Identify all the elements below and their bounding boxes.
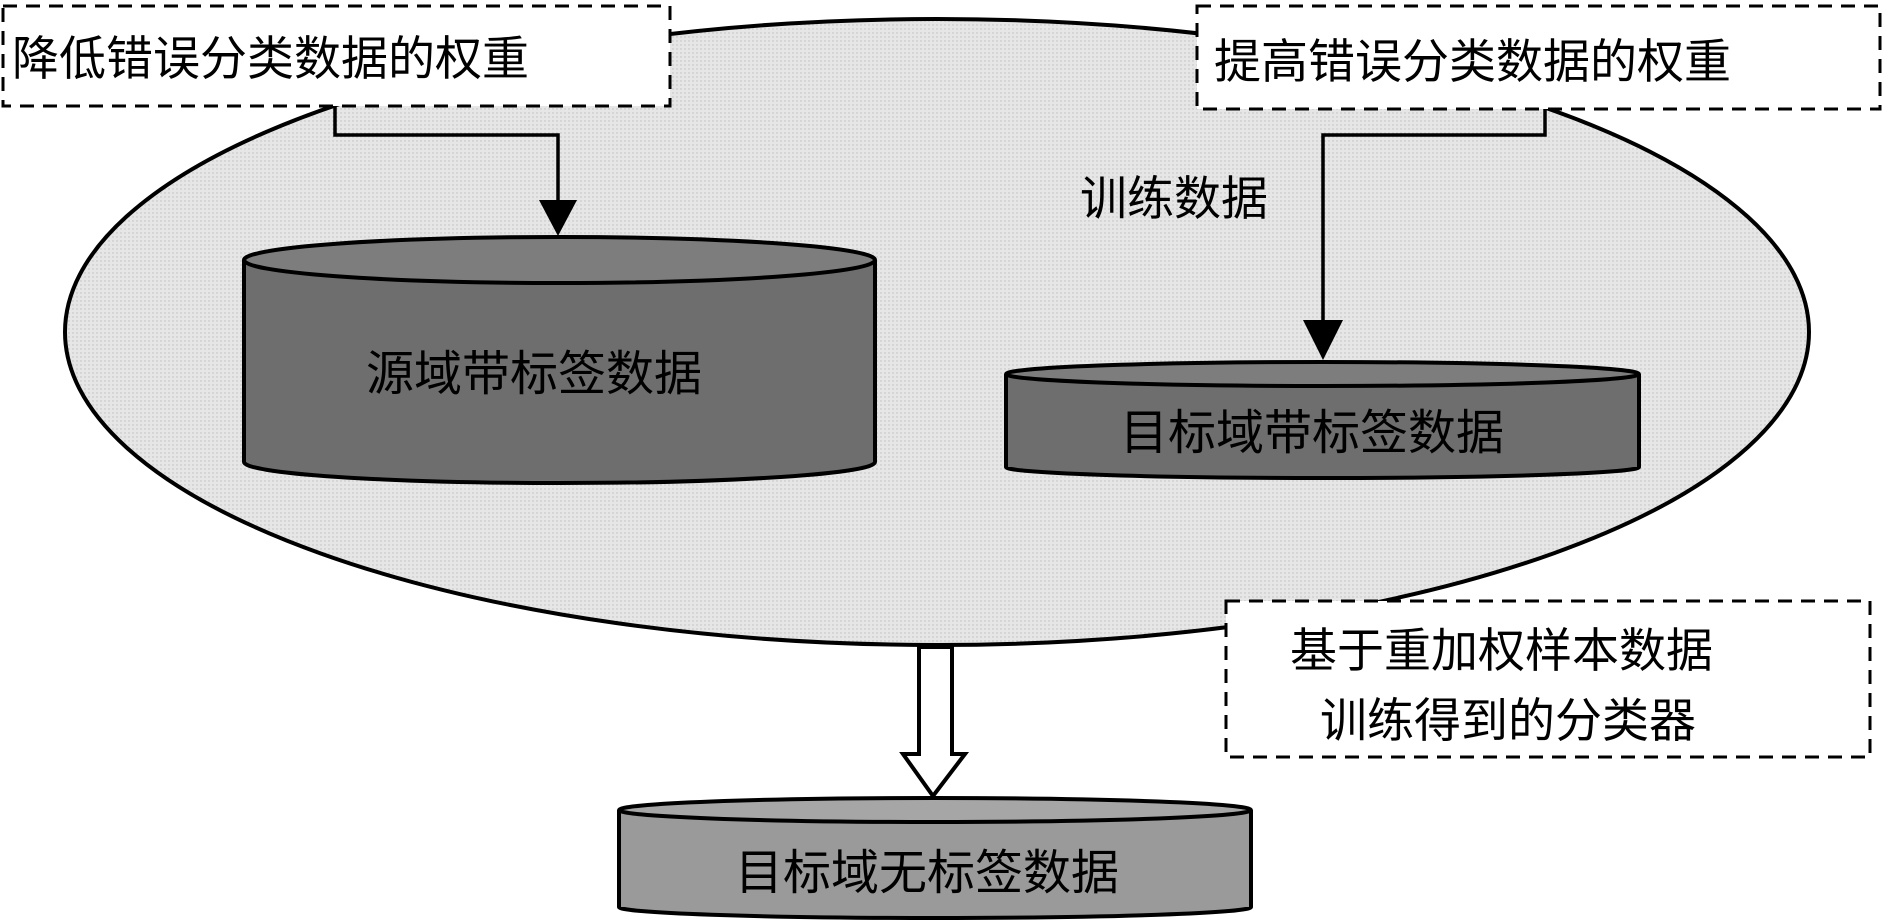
- source-labeled-database: 源域带标签数据: [242, 235, 877, 485]
- target-labeled-database: 目标域带标签数据: [1004, 360, 1641, 480]
- increase-weight-box: 提高错误分类数据的权重: [1195, 4, 1882, 111]
- source-labeled-text: 源域带标签数据: [366, 346, 702, 402]
- classifier-text-line2: 训练得到的分类器: [1320, 694, 1696, 749]
- classifier-box: 基于重加权样本数据 训练得到的分类器: [1224, 599, 1872, 759]
- decrease-weight-box: 降低错误分类数据的权重: [1, 4, 672, 108]
- increase-weight-text: 提高错误分类数据的权重: [1214, 35, 1731, 90]
- training-data-label: 训练数据: [1080, 172, 1268, 227]
- target-labeled-text: 目标域带标签数据: [1120, 405, 1504, 461]
- target-unlabeled-database: 目标域无标签数据: [617, 796, 1253, 920]
- increase-arrow: [1303, 109, 1547, 360]
- target-unlabeled-text: 目标域无标签数据: [735, 845, 1119, 901]
- classifier-text-line1: 基于重加权样本数据: [1290, 624, 1713, 679]
- decrease-weight-text: 降低错误分类数据的权重: [12, 32, 529, 87]
- classifier-output-arrow: [899, 645, 970, 800]
- decrease-arrow: [333, 106, 577, 236]
